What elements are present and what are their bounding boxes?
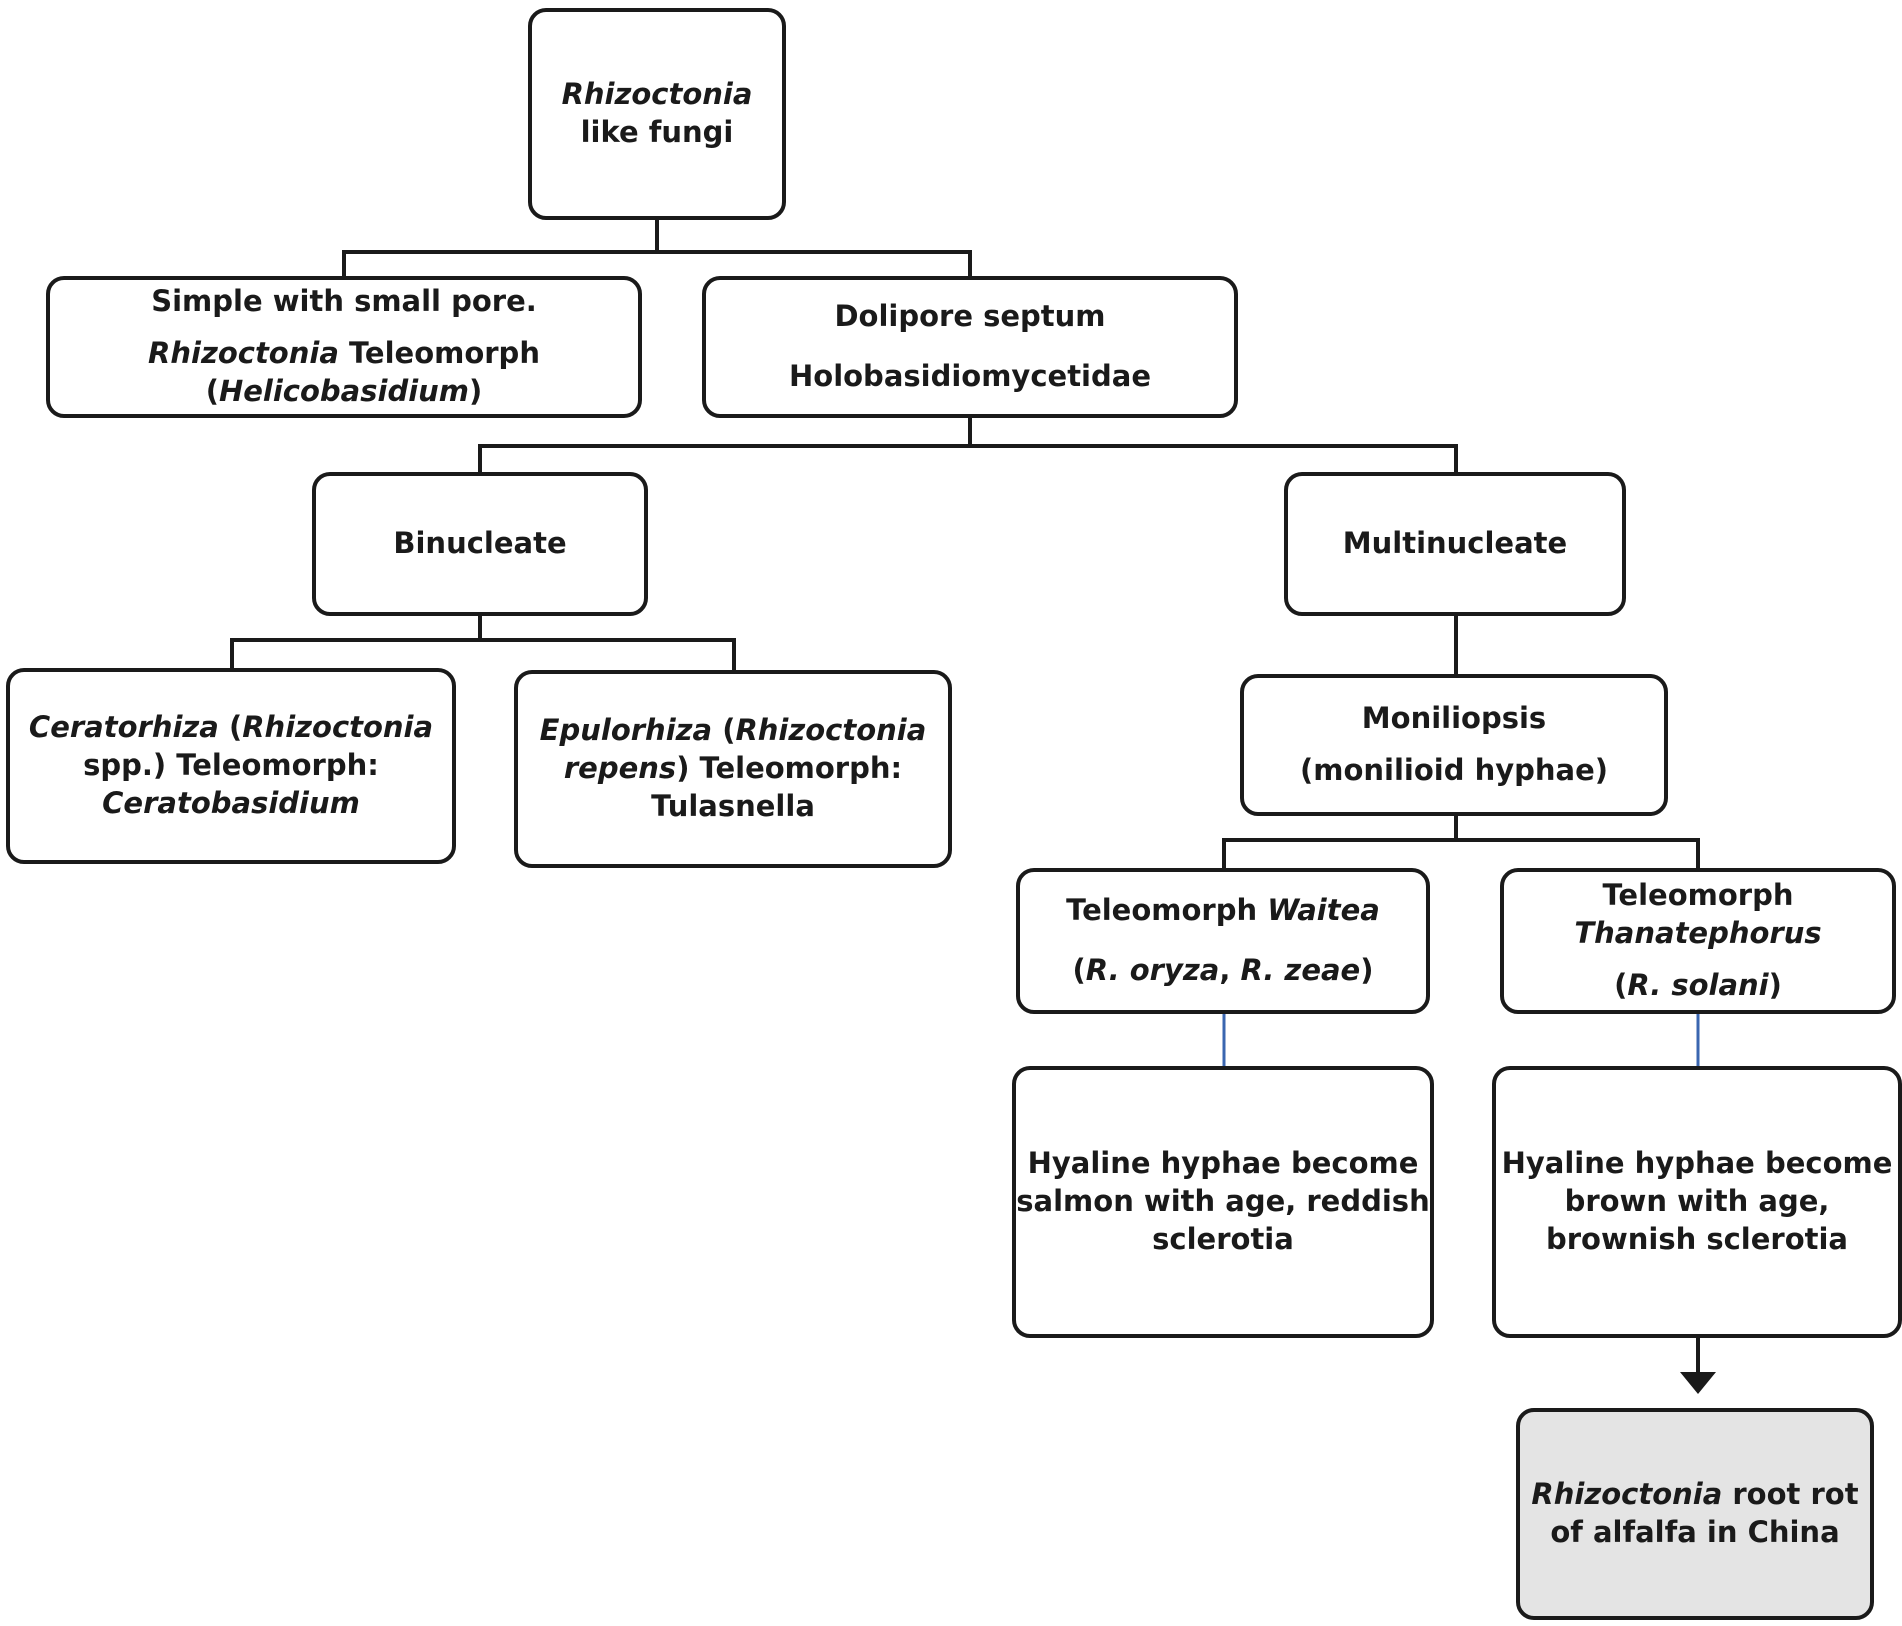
connector-root-children: [342, 250, 972, 278]
thanatephorus-line1: Teleomorph: [1602, 878, 1794, 913]
root-rot-node: Rhizoctonia root rot of alfalfa in China: [1516, 1408, 1874, 1620]
dolipore-node: Dolipore septum Holobasidiomycetidae: [702, 276, 1238, 418]
salmon-line2: salmon with age, reddish: [1016, 1184, 1430, 1219]
salmon-line3: sclerotia: [1152, 1221, 1294, 1256]
simple-pore-line1: Simple with small pore.: [151, 284, 537, 319]
ceratorhiza-line2: spp.) Teleomorph:: [83, 748, 379, 783]
root-node-genus: Rhizoctonia: [561, 77, 753, 112]
dolipore-line2: Holobasidiomycetidae: [789, 359, 1151, 393]
thanatephorus-node: Teleomorph Thanatephorus (R. solani): [1500, 868, 1896, 1014]
waitea-line2: (R. oryza, R. zeae): [1072, 953, 1374, 987]
waitea-node: Teleomorph Waitea (R. oryza, R. zeae): [1016, 868, 1430, 1014]
moniliopsis-line1: Moniliopsis: [1361, 701, 1547, 736]
moniliopsis-node: Moniliopsis (monilioid hyphae): [1240, 674, 1668, 816]
connector-binucleate-children: [230, 638, 736, 672]
brown-line3: brownish sclerotia: [1545, 1221, 1849, 1256]
simple-pore-line2: Rhizoctonia Teleomorph: [148, 336, 540, 371]
root-node: Rhizoctonia like fungi: [528, 8, 786, 220]
brown-line1: Hyaline hyphae become: [1501, 1146, 1893, 1181]
ceratorhiza-line1: Ceratorhiza (Rhizoctonia: [28, 710, 434, 745]
multinucleate-label: Multinucleate: [1342, 526, 1568, 561]
binucleate-node: Binucleate: [312, 472, 648, 616]
connector-moniliopsis-children: [1222, 838, 1700, 870]
multinucleate-node: Multinucleate: [1284, 472, 1626, 616]
thanatephorus-line2: Thanatephorus: [1574, 916, 1822, 951]
dolipore-line1: Dolipore septum: [834, 299, 1106, 334]
root-node-label: like fungi: [580, 115, 734, 149]
waitea-line1: Teleomorph Waitea: [1066, 893, 1380, 928]
salmon-description-node: Hyaline hyphae become salmon with age, r…: [1012, 1066, 1434, 1338]
brown-description-node: Hyaline hyphae become brown with age, br…: [1492, 1066, 1902, 1338]
epulorhiza-line2: repens) Teleomorph:: [563, 751, 903, 786]
ceratorhiza-line3: Ceratobasidium: [102, 785, 360, 820]
salmon-line1: Hyaline hyphae become: [1027, 1146, 1419, 1181]
brown-line2: brown with age,: [1564, 1184, 1830, 1219]
binucleate-label: Binucleate: [393, 526, 567, 561]
root-rot-line1: Rhizoctonia root rot: [1531, 1477, 1859, 1512]
epulorhiza-node: Epulorhiza (Rhizoctonia repens) Teleomor…: [514, 670, 952, 868]
root-rot-line2: of alfalfa in China: [1550, 1515, 1840, 1549]
simple-pore-line3: (Helicobasidium): [205, 373, 483, 408]
thanatephorus-line3: (R. solani): [1614, 967, 1782, 1002]
arrowhead: [1680, 1372, 1716, 1394]
ceratorhiza-node: Ceratorhiza (Rhizoctonia spp.) Teleomorp…: [6, 668, 456, 864]
epulorhiza-line1: Epulorhiza (Rhizoctonia: [539, 713, 927, 748]
epulorhiza-line3: Tulasnella: [651, 788, 815, 823]
simple-pore-node: Simple with small pore. Rhizoctonia Tele…: [46, 276, 642, 418]
moniliopsis-line2: (monilioid hyphae): [1299, 753, 1609, 787]
connector-dolipore-children: [478, 444, 1458, 474]
